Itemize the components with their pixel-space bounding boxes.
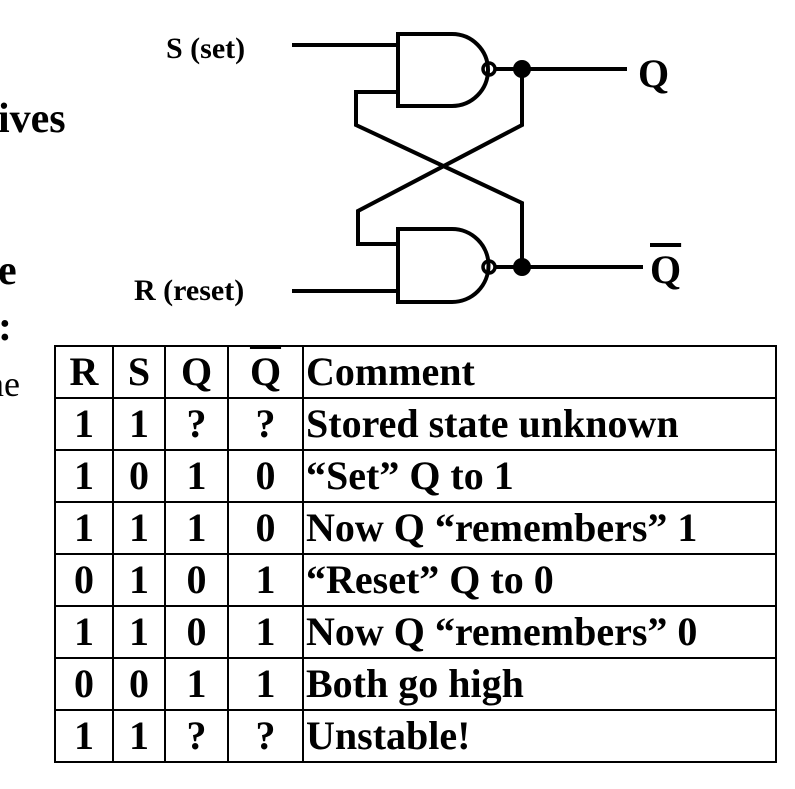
nand-gate-bottom xyxy=(396,227,491,304)
cell-q: ? xyxy=(164,397,229,451)
sr-latch-diagram xyxy=(292,32,643,304)
header-q: Q xyxy=(164,345,229,399)
cell-qbar: 1 xyxy=(227,605,304,659)
cell-q: 0 xyxy=(164,605,229,659)
nand-gate-top xyxy=(396,32,490,108)
cell-q: 1 xyxy=(164,657,229,711)
cell-r: 1 xyxy=(54,501,114,555)
q-output-label: Q xyxy=(638,51,670,96)
reset-input-label: R (reset) xyxy=(134,274,245,307)
cell-s: 1 xyxy=(112,605,166,659)
cell-s: 1 xyxy=(112,501,166,555)
cell-q: 1 xyxy=(164,449,229,503)
qbar-output-label: Q xyxy=(650,247,682,292)
cell-q: ? xyxy=(164,709,229,763)
cell-qbar: 1 xyxy=(227,553,304,607)
slide-text-fragment: ne xyxy=(0,364,20,404)
cell-s: 1 xyxy=(112,397,166,451)
cell-comment: Now Q “remembers” 0 xyxy=(302,605,777,659)
slide-text-fragment: : xyxy=(0,306,12,348)
table-header-row: R S Q Q Comment xyxy=(54,345,777,399)
cell-r: 1 xyxy=(54,449,114,503)
cell-r: 1 xyxy=(54,709,114,763)
cell-qbar: 0 xyxy=(227,501,304,555)
cell-r: 0 xyxy=(54,553,114,607)
slide-text-fragment: e xyxy=(0,248,17,294)
cell-r: 1 xyxy=(54,397,114,451)
cell-s: 0 xyxy=(112,657,166,711)
cell-qbar: ? xyxy=(227,397,304,451)
cell-r: 1 xyxy=(54,605,114,659)
header-s: S xyxy=(112,345,166,399)
cell-qbar: 1 xyxy=(227,657,304,711)
cell-q: 1 xyxy=(164,501,229,555)
feedback-wire-qbar xyxy=(354,90,524,267)
cell-comment: Unstable! xyxy=(302,709,777,763)
cell-r: 0 xyxy=(54,657,114,711)
cell-qbar: 0 xyxy=(227,449,304,503)
set-input-label: S (set) xyxy=(166,32,246,65)
cell-s: 0 xyxy=(112,449,166,503)
cell-comment: Stored state unknown xyxy=(302,397,777,451)
junction-dot-top xyxy=(513,60,531,78)
cell-s: 1 xyxy=(112,553,166,607)
cell-comment: Now Q “remembers” 1 xyxy=(302,501,777,555)
cell-q: 0 xyxy=(164,553,229,607)
cell-qbar: ? xyxy=(227,709,304,763)
header-comment: Comment xyxy=(302,345,777,399)
cell-comment: Both go high xyxy=(302,657,777,711)
junction-dot-bottom xyxy=(513,258,531,276)
slide-text-fragment: ives xyxy=(0,96,66,142)
header-r: R xyxy=(54,345,114,399)
cell-s: 1 xyxy=(112,709,166,763)
cell-comment: “Set” Q to 1 xyxy=(302,449,777,503)
header-qbar: Q xyxy=(227,345,304,399)
feedback-wire-q xyxy=(356,69,524,246)
cell-comment: “Reset” Q to 0 xyxy=(302,553,777,607)
